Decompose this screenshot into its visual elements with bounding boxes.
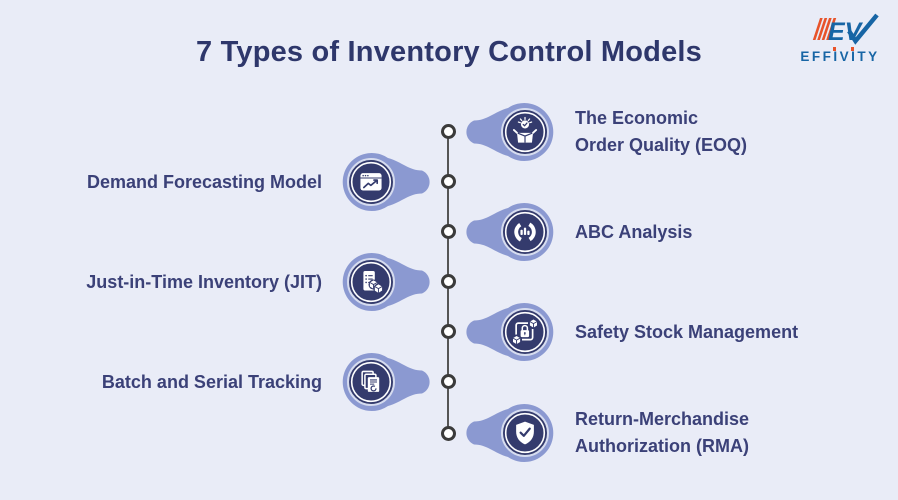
item-marker	[342, 353, 430, 411]
item-marker	[342, 153, 430, 211]
item-marker	[342, 253, 430, 311]
item-marker	[466, 103, 554, 161]
logo-i-dot	[832, 47, 836, 51]
effivity-logo: EV EFFIVITY	[790, 12, 890, 66]
item-label-line: Just-in-Time Inventory (JIT)	[86, 271, 322, 292]
item-label-line: Authorization (RMA)	[575, 436, 749, 456]
trend-chart-icon	[360, 173, 382, 191]
item-marker	[466, 203, 554, 261]
lock-cubes-icon	[511, 318, 539, 346]
stacked-documents-icon	[361, 370, 380, 392]
item-label-line: Order Quality (EOQ)	[575, 135, 748, 155]
timeline-node-dot	[441, 224, 456, 239]
shield-check-icon	[516, 421, 534, 445]
item-label-line: Return-Merchandise	[575, 409, 750, 429]
item-label-line: Safety Stock Management	[575, 321, 799, 342]
timeline-node-dot	[441, 374, 456, 389]
item-label-line: Batch and Serial Tracking	[101, 371, 322, 392]
open-box-check-icon	[512, 116, 538, 143]
timeline-node-dot	[441, 274, 456, 289]
svg-text:EV: EV	[828, 18, 864, 46]
timeline-node-dot	[441, 124, 456, 139]
timeline-node-dot	[441, 324, 456, 339]
item-marker	[466, 303, 554, 361]
donut-chart-icon	[514, 221, 536, 243]
logo-i-dot	[850, 47, 854, 51]
clipboard-cubes-icon	[363, 271, 384, 294]
timeline-node-dot	[441, 426, 456, 441]
page-title: 7 Types of Inventory Control Models	[196, 36, 702, 68]
item-marker	[466, 404, 554, 462]
effivity-logo-text: EFFIVITY	[800, 49, 880, 64]
effivity-logo-mark: EV	[812, 13, 879, 46]
item-label-line: The Economic	[575, 108, 699, 128]
timeline-node-dot	[441, 174, 456, 189]
item-label-line: ABC Analysis	[575, 221, 693, 242]
item-label-line: Demand Forecasting Model	[86, 171, 322, 192]
